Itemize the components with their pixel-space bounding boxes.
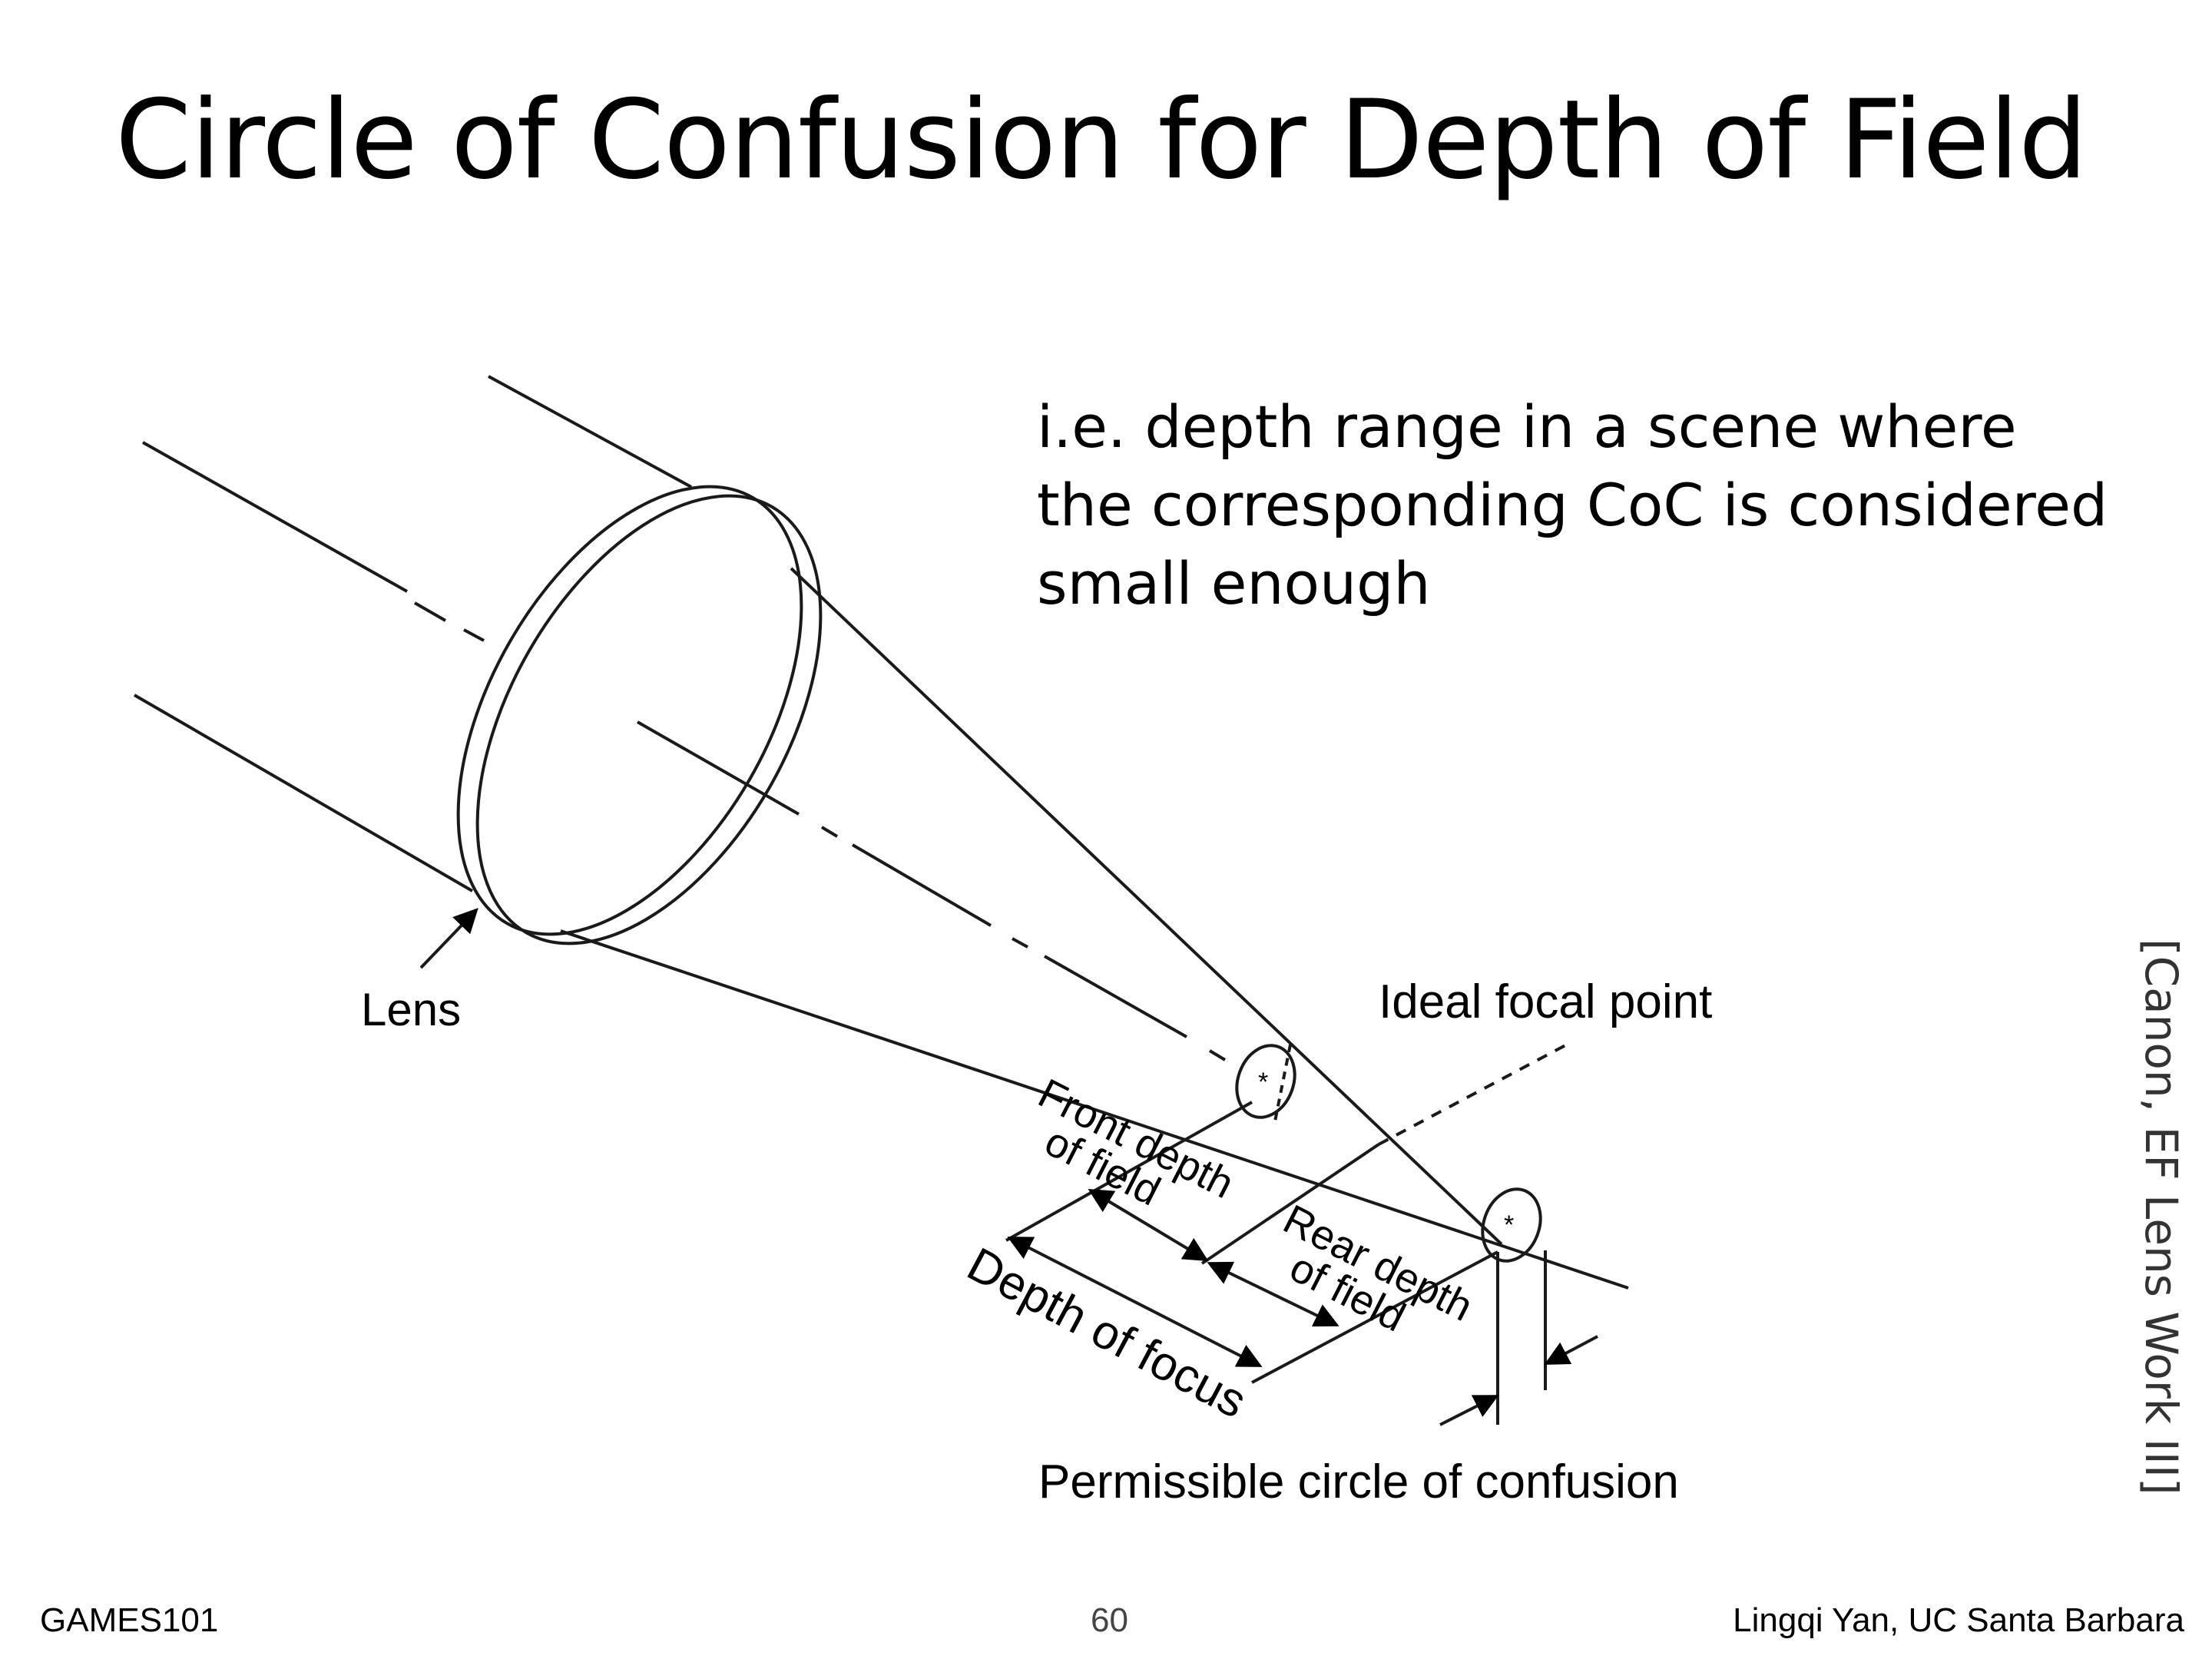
- incoming-ray-top: [488, 375, 692, 488]
- footer-author: Lingqi Yan, UC Santa Barbara: [1733, 1601, 2184, 1639]
- optical-axis-after: [637, 720, 1227, 1061]
- depth-of-focus-arrow: [1007, 1237, 1263, 1367]
- coc-arrow-right: [1544, 1335, 1598, 1365]
- lens-back-rim: [456, 485, 803, 936]
- coc-arrow-left: [1439, 1395, 1499, 1426]
- incoming-ray-lower: [133, 694, 474, 892]
- incoming-ray-upper: [142, 441, 408, 593]
- optical-axis: [414, 601, 485, 642]
- citation: [Canon, EF Lens Work III]: [2135, 939, 2187, 1495]
- note-line-1: i.e. depth range in a scene where: [1037, 392, 2017, 461]
- label-lens: Lens: [361, 984, 461, 1035]
- explanation-note: i.e. depth range in a scene where the co…: [1037, 388, 2108, 623]
- rear-coc-center-mark: *: [1504, 1210, 1514, 1240]
- focal-point-leader: [1378, 1043, 1568, 1146]
- label-permissible-coc: Permissible circle of confusion: [1038, 1455, 1679, 1508]
- lens-pointer: [419, 908, 478, 969]
- note-line-2: the corresponding CoC is considered: [1037, 471, 2108, 539]
- note-line-3: small enough: [1037, 549, 1431, 618]
- label-depth-of-focus: Depth of focus: [959, 1237, 1254, 1429]
- footer-course: GAMES101: [40, 1601, 219, 1639]
- front-coc-circle: [1235, 1044, 1296, 1119]
- footer-page-number: 60: [1091, 1601, 1128, 1639]
- slide-title: Circle of Confusion for Depth of Field: [115, 77, 2088, 204]
- label-ideal-focal-point: Ideal focal point: [1379, 975, 1712, 1028]
- cone-upper-ray: [790, 567, 1503, 1246]
- cone-lower-ray: [560, 929, 1629, 1290]
- front-coc-center-mark: *: [1258, 1068, 1268, 1097]
- lens-front-rim: [475, 494, 823, 945]
